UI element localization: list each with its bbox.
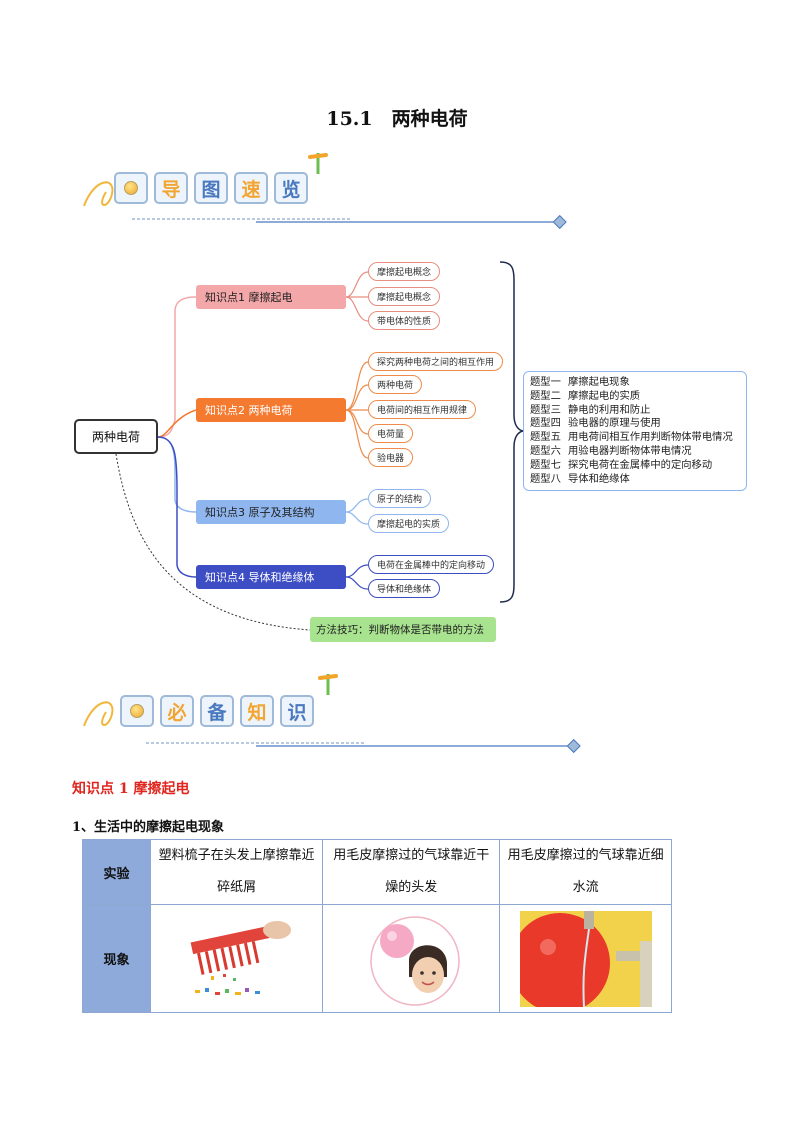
banner-char-tile: 导 [154,172,188,204]
experiment-cell: 用毛皮摩擦过的气球靠近干燥的头发 [322,839,501,905]
mind-map-root: 两种电荷 [74,419,158,454]
leaf-node: 验电器 [368,448,414,467]
banner-char-tile: 速 [234,172,268,204]
phenomenon-cell [322,904,501,1013]
leaf-node: 摩擦起电的实质 [368,514,450,533]
balloon-water-image [519,910,652,1007]
table-row: 现象 [82,904,672,1013]
leaf-node: 电荷间的相互作用规律 [368,400,477,419]
knowledge-point-3: 知识点3 原子及其结构 [196,500,346,524]
leaf-node: 电荷量 [368,424,414,443]
bulb-icon [130,704,144,718]
knowledge-point-2: 知识点2 两种电荷 [196,398,346,422]
page-title: 15.1 两种电荷 [326,108,468,130]
experiment-cell: 用毛皮摩擦过的气球靠近细水流 [499,839,672,905]
question-types-box: 题型一摩擦起电现象 题型二摩擦起电的实质 题型三静电的利用和防止 题型四验电器的… [523,371,747,491]
section-subheading: 1、生活中的摩擦起电现象 [72,820,225,835]
bulb-icon [124,181,138,195]
phenomenon-cell [149,904,324,1013]
leaf-node: 摩擦起电概念 [368,287,441,306]
leaf-node: 带电体的性质 [368,311,441,330]
banner-char-tile: 览 [274,172,308,204]
leaf-node: 原子的结构 [368,489,432,508]
question-type-row: 题型五用电荷间相互作用判断物体带电情况 [530,431,733,444]
experiment-cell: 塑料梳子在头发上摩擦靠近碎纸屑 [149,839,324,905]
phenomenon-cell [499,904,672,1013]
row-header-phenomenon: 现象 [82,904,151,1013]
banner-essential-knowledge: 必 备 知 识 [76,668,586,760]
mind-map: 两种电荷 知识点1 摩擦起电 知识点2 两种电荷 知识点3 原子及其结构 知识点… [0,240,794,660]
question-type-row: 题型八导体和绝缘体 [530,472,630,485]
question-type-row: 题型六用验电器判断物体带电情况 [530,444,692,457]
banner-char-tile: 必 [160,695,194,727]
knowledge-point-1: 知识点1 摩擦起电 [196,285,346,309]
method-tip: 方法技巧：判断物体是否带电的方法 [310,617,496,642]
question-type-row: 题型七探究电荷在金属棒中的定向移动 [530,458,713,471]
banner-char-tile: 识 [280,695,314,727]
leaf-node: 导体和绝缘体 [368,579,441,598]
question-type-row: 题型一摩擦起电现象 [530,376,630,388]
banner-char-tile: 图 [194,172,228,204]
question-type-row: 题型二摩擦起电的实质 [530,389,641,402]
leaf-node: 探究两种电荷之间的相互作用 [368,352,504,371]
knowledge-point-4: 知识点4 导体和绝缘体 [196,565,346,589]
row-header-experiment: 实验 [82,839,151,905]
table-row: 实验 塑料梳子在头发上摩擦靠近碎纸屑 用毛皮摩擦过的气球靠近干燥的头发 用毛皮摩… [82,839,672,905]
banner-char-tile: 知 [240,695,274,727]
knowledge-point-heading: 知识点 1 摩擦起电 [72,781,190,797]
banner-decoration-icon [83,674,581,754]
banner-bullet-tile [120,695,154,727]
question-type-row: 题型三静电的利用和防止 [530,403,651,416]
question-type-row: 题型四验电器的原理与使用 [530,417,661,430]
leaf-node: 两种电荷 [368,375,423,394]
experiment-table: 实验 塑料梳子在头发上摩擦靠近碎纸屑 用毛皮摩擦过的气球靠近干燥的头发 用毛皮摩… [82,839,672,1013]
leaf-node: 摩擦起电概念 [368,262,441,281]
banner-bullet-tile [114,172,148,204]
banner-decoration-icon [83,153,567,230]
banner-map-overview: 导 图 速 览 [76,148,586,240]
banner-char-tile: 备 [200,695,234,727]
leaf-node: 电荷在金属棒中的定向移动 [368,555,495,574]
comb-paper-image [190,920,291,995]
balloon-hair-image [370,915,461,1006]
